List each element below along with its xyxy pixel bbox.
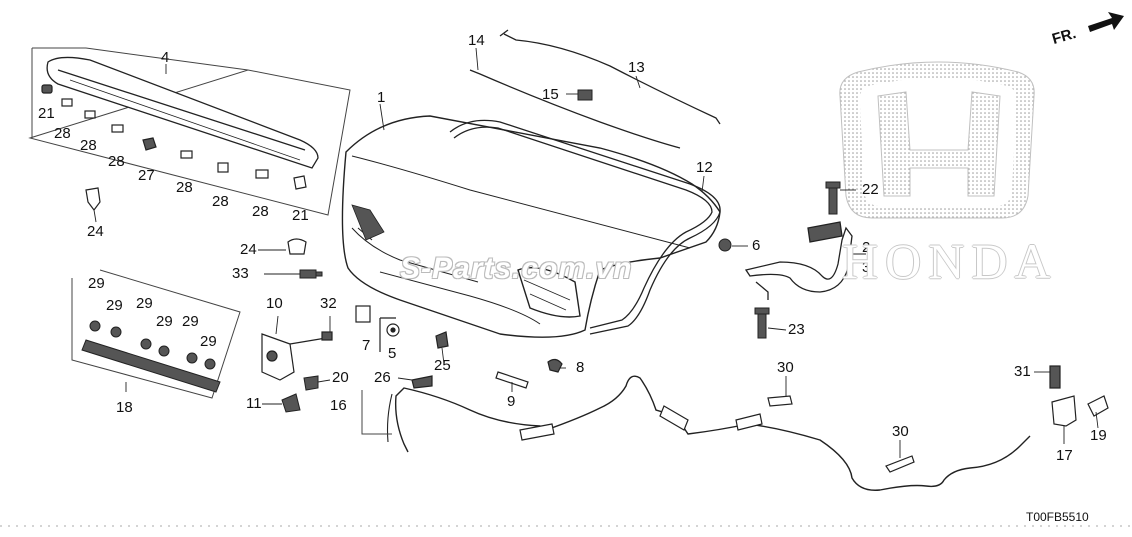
callout-7: 7 [362, 337, 371, 354]
honda-logo-icon [839, 61, 1035, 219]
callout-30a: 30 [777, 359, 794, 376]
callout-29d: 29 [156, 313, 173, 330]
callout-28c: 28 [108, 153, 125, 170]
hinge-bolts [754, 181, 841, 339]
part-6-nut-icon [718, 238, 732, 252]
cable-grommets [519, 405, 763, 441]
callout-23: 23 [788, 321, 805, 338]
callout-14: 14 [468, 32, 485, 49]
callout-29b: 29 [106, 297, 123, 314]
trunk-hinge-part [744, 221, 853, 300]
callout-15: 15 [542, 86, 559, 103]
callout-27: 27 [138, 167, 155, 184]
clip-30-icons [767, 395, 915, 473]
spoiler-clips [41, 84, 307, 190]
bracket-16-box [361, 390, 392, 435]
callout-24a: 24 [87, 223, 104, 240]
callout-30b: 30 [892, 423, 909, 440]
callout-12: 12 [696, 159, 713, 176]
callout-10: 10 [266, 295, 283, 312]
small-parts-icons [355, 305, 563, 389]
callout-4: 4 [161, 49, 170, 66]
garnish-part [81, 339, 221, 393]
callout-32: 32 [320, 295, 337, 312]
lock-assembly-part [261, 331, 333, 381]
callout-19: 19 [1090, 427, 1107, 444]
bolt-33-icon [299, 269, 323, 279]
callout-8: 8 [576, 359, 585, 376]
callout-13: 13 [628, 59, 645, 76]
callout-24b: 24 [240, 241, 257, 258]
watermark: S-Parts.com.vn [400, 252, 633, 285]
callout-9: 9 [507, 393, 516, 410]
callout-28d: 28 [176, 179, 193, 196]
trunk-lid-part [341, 115, 721, 338]
callout-29c: 29 [136, 295, 153, 312]
part-15-icon [577, 89, 593, 101]
callout-29e: 29 [182, 313, 199, 330]
front-arrow-icon [1088, 12, 1124, 32]
callout-2: 2 [862, 239, 871, 256]
brand-logo-text: HONDA [842, 233, 1058, 289]
callout-28e: 28 [212, 193, 229, 210]
open-cable-part [469, 29, 721, 149]
callout-25: 25 [434, 357, 451, 374]
clip-29-icons [89, 320, 216, 370]
callout-22: 22 [862, 181, 879, 198]
callout-26: 26 [374, 369, 391, 386]
callout-28f: 28 [252, 203, 269, 220]
release-cable-part [386, 375, 1031, 491]
callout-29a: 29 [88, 275, 105, 292]
callout-21a: 21 [38, 105, 55, 122]
spoiler-group-box [28, 47, 351, 216]
part-20-icon [303, 375, 319, 391]
garnish-group-box [71, 269, 241, 399]
weatherstrip-part [449, 119, 721, 335]
callout-17: 17 [1056, 447, 1073, 464]
rear-spoiler-part [46, 56, 319, 169]
callout-1: 1 [377, 89, 386, 106]
callout-16: 16 [330, 397, 347, 414]
callout-28a: 28 [54, 125, 71, 142]
latch-part [1049, 365, 1109, 427]
callout-11: 11 [246, 395, 262, 412]
fastener-24-icons [85, 187, 307, 255]
callout-21b: 21 [292, 207, 309, 224]
callout-29f: 29 [200, 333, 217, 350]
diagram-code: T00FB5510 [1026, 510, 1089, 524]
callout-18: 18 [116, 399, 133, 416]
callout-33: 33 [232, 265, 249, 282]
callout-6: 6 [752, 237, 761, 254]
callout-31: 31 [1014, 363, 1031, 380]
callout-20: 20 [332, 369, 349, 386]
part-11-icon [281, 393, 301, 413]
callout-3: 3 [862, 259, 871, 276]
callout-5: 5 [388, 345, 397, 362]
callout-28b: 28 [80, 137, 97, 154]
leader-lines [93, 47, 1099, 458]
